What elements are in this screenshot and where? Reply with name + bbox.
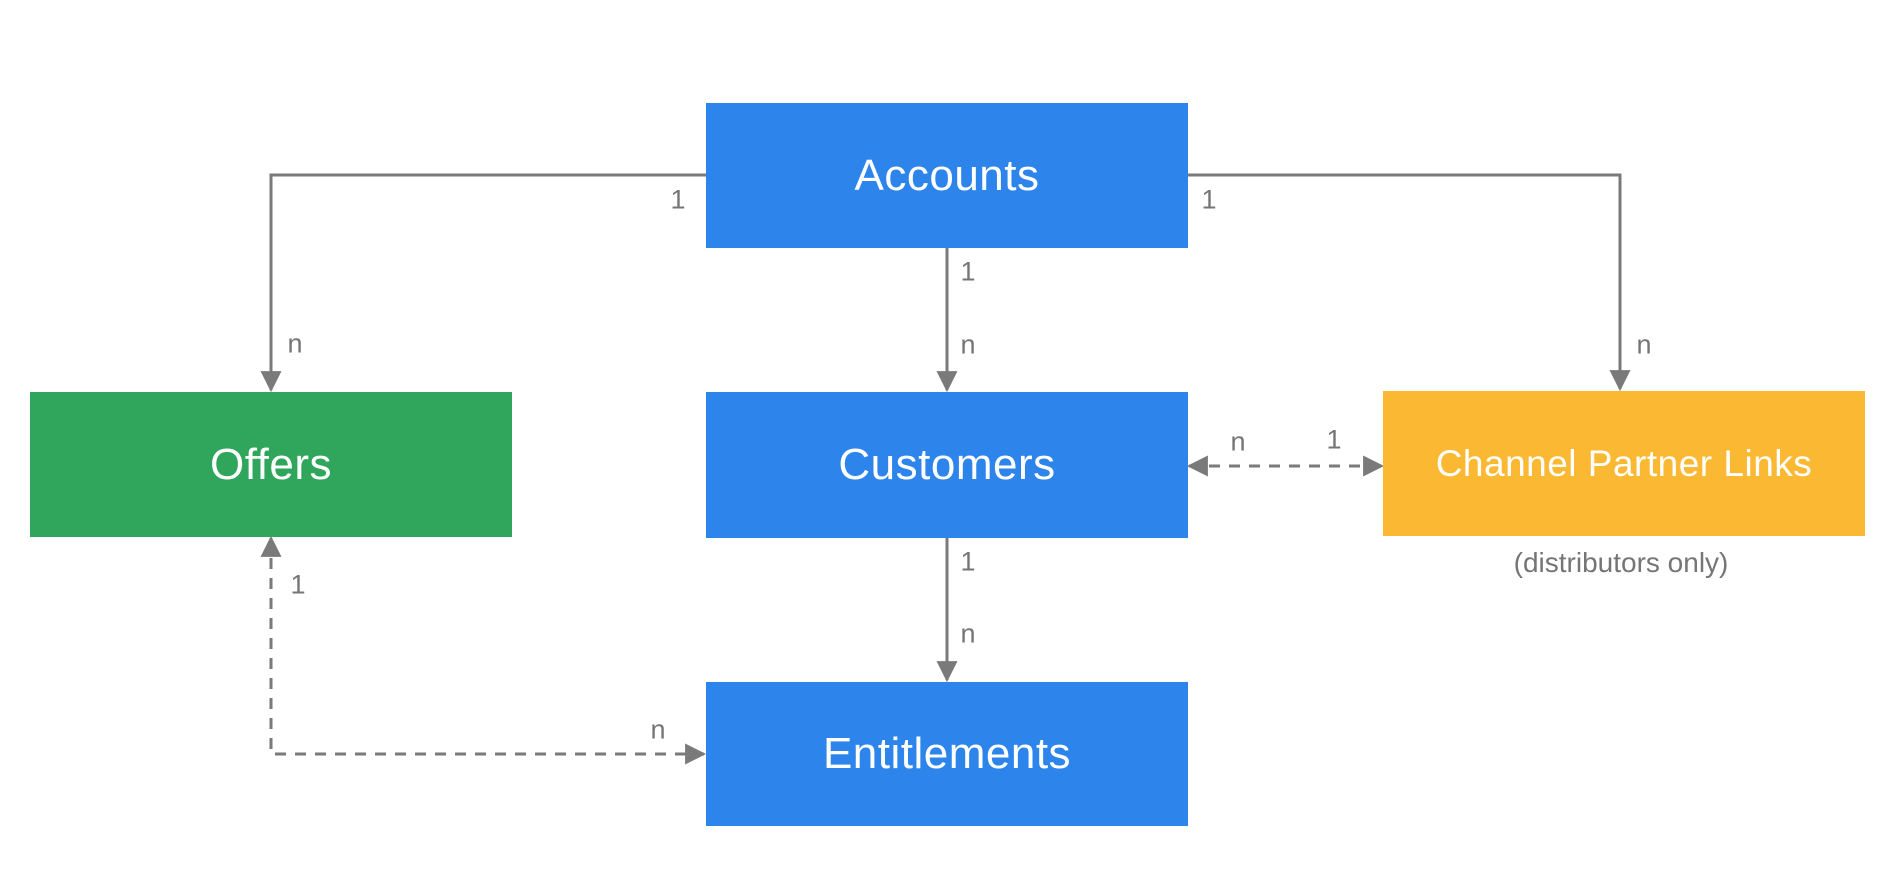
- channel-partner-links-note: (distributors only): [1513, 547, 1729, 578]
- node-customers: Customers: [706, 392, 1188, 538]
- cardinality-accounts-cpl-to: n: [1636, 329, 1652, 360]
- cardinality-accounts-offers-to: n: [287, 328, 303, 359]
- edge-accounts-channel-partner-links: [1188, 173, 1631, 392]
- edge-offers-entitlements: [260, 535, 707, 765]
- node-entitlements-label: Entitlements: [822, 729, 1072, 778]
- cardinality-offers-entitlements-to: n: [650, 714, 666, 745]
- cardinality-accounts-offers-from: 1: [670, 184, 686, 215]
- node-channel-partner-links-label: Channel Partner Links: [1435, 442, 1813, 484]
- cardinality-customers-cpl-n: n: [1230, 426, 1246, 457]
- cardinality-offers-entitlements-from: 1: [290, 569, 306, 600]
- node-entitlements: Entitlements: [706, 682, 1188, 826]
- cardinality-customers-entitlements-from: 1: [960, 546, 976, 577]
- node-offers: Offers: [30, 392, 512, 537]
- node-offers-label: Offers: [209, 439, 332, 489]
- cardinality-accounts-customers-to: n: [960, 329, 976, 360]
- node-channel-partner-links: Channel Partner Links: [1383, 391, 1865, 536]
- node-accounts: Accounts: [706, 103, 1188, 248]
- cardinality-accounts-cpl-from: 1: [1201, 184, 1217, 215]
- cardinality-customers-cpl-1: 1: [1326, 424, 1342, 455]
- node-accounts-label: Accounts: [854, 150, 1040, 200]
- cardinality-customers-entitlements-to: n: [960, 618, 976, 649]
- cardinality-accounts-customers-from: 1: [960, 256, 976, 287]
- edge-accounts-offers: [260, 173, 706, 393]
- node-customers-label: Customers: [838, 440, 1056, 489]
